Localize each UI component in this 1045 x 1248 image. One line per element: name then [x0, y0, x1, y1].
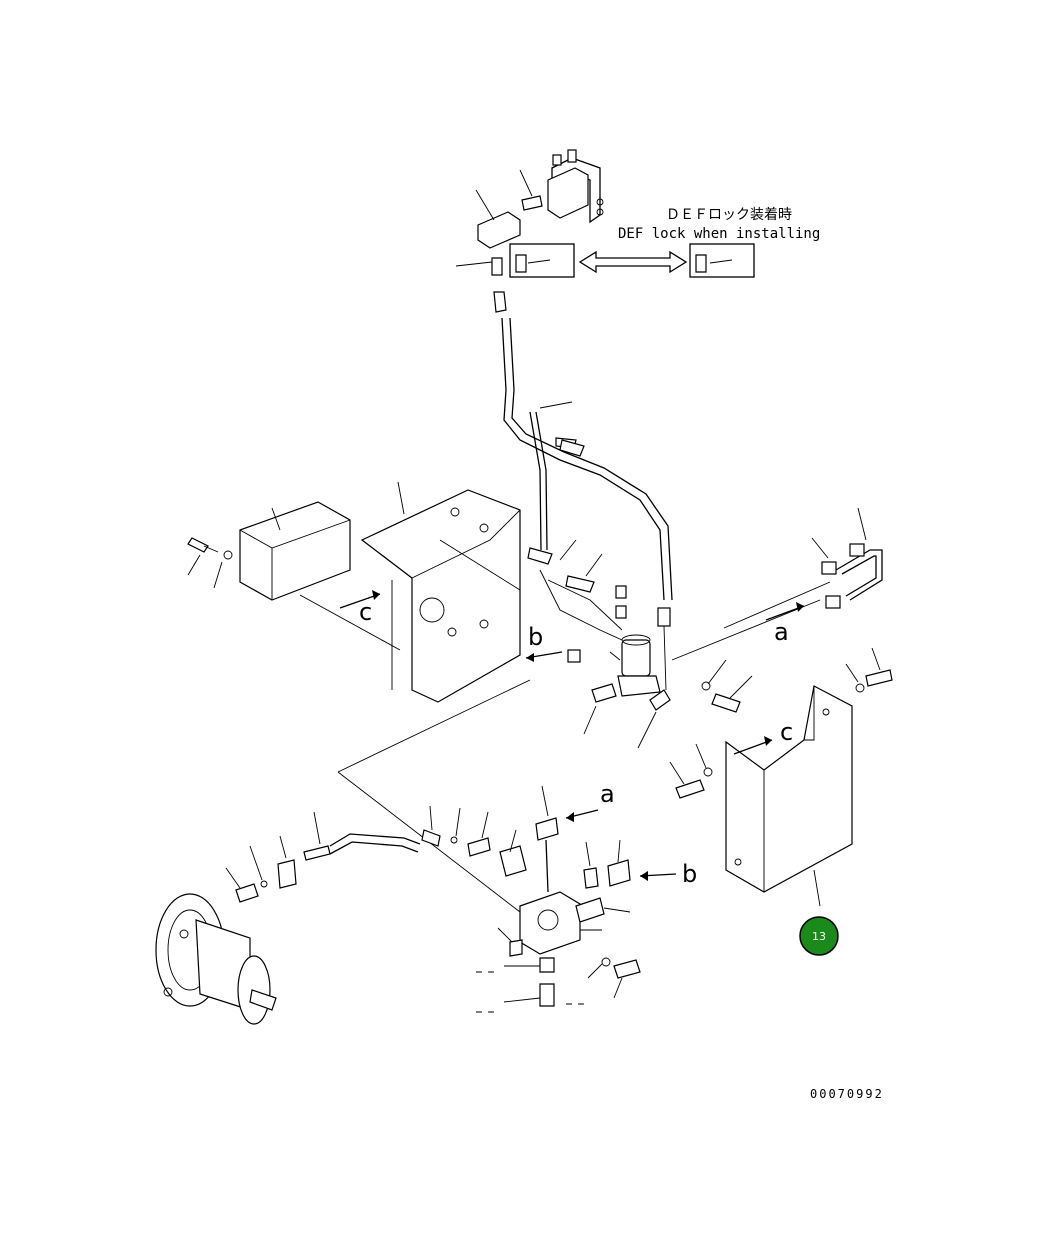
label-a-bottom: a — [600, 780, 615, 808]
bolt-right-center — [671, 599, 821, 713]
section-arrows — [339, 590, 805, 881]
lower-linking-lines — [337, 679, 531, 913]
right-hose-fitting — [723, 507, 883, 629]
left-cover-box — [239, 501, 401, 651]
label-c-left: c — [359, 598, 372, 626]
callout-13[interactable]: 13 — [799, 916, 839, 956]
def-lock-detail-right — [689, 243, 755, 278]
double-arrow — [578, 250, 688, 274]
bolts-right-cover — [669, 647, 893, 799]
relay-valve — [476, 785, 641, 1013]
clamp-bolts — [527, 439, 603, 593]
label-a-right: a — [774, 618, 789, 646]
right-cover — [725, 685, 853, 907]
brake-chamber — [155, 893, 277, 1025]
valve-block-assembly — [519, 149, 604, 224]
drawing-number: 00070992 — [810, 1087, 884, 1101]
lower-fittings — [225, 805, 527, 903]
label-b-top: b — [528, 623, 543, 651]
main-bracket — [360, 481, 521, 703]
small-fitting-block — [455, 189, 521, 313]
solenoid-valve — [539, 569, 671, 749]
def-note-english: DEF lock when installing — [618, 226, 820, 242]
def-lock-detail-left — [509, 243, 575, 278]
label-b-bottom: b — [682, 860, 697, 888]
callout-13-label: 13 — [812, 930, 826, 943]
label-c-right: c — [780, 718, 793, 746]
bolt-left-top — [187, 537, 233, 589]
def-note-japanese: ＤＥＦロック装着時 — [666, 207, 792, 223]
